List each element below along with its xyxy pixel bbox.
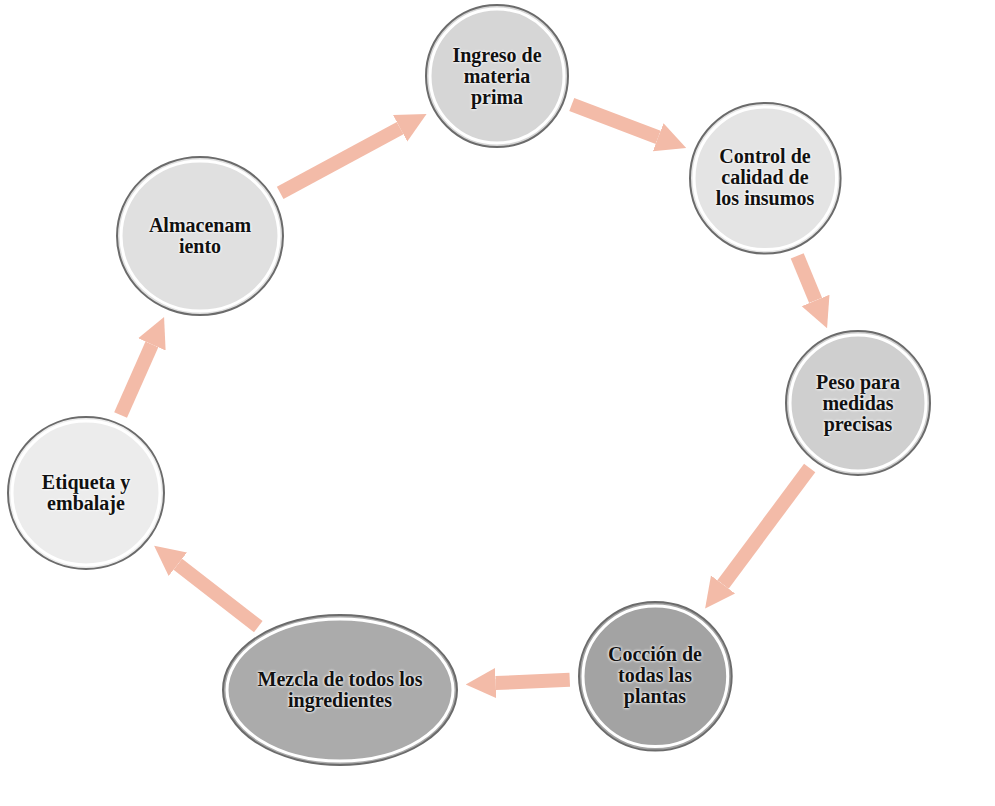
process-circle: Control de calidad de los insumos: [689, 102, 842, 255]
step-label: Cocción de todas las plantas: [600, 644, 710, 707]
text-group: Mezcla de todos los ingredientes: [255, 669, 426, 711]
flow-arrow: [797, 256, 815, 301]
flow-arrow: [723, 468, 810, 585]
circle-content: Peso para medidas precisas: [785, 330, 931, 476]
process-circle: Ingreso de materia prima: [425, 4, 569, 148]
step-label: Peso para medidas precisas: [805, 372, 911, 435]
circle-content: Almacenam iento: [116, 156, 284, 316]
text-group: Peso para medidas precisas: [805, 372, 911, 435]
circle-ring: [694, 107, 837, 250]
circle-fill: [117, 157, 283, 315]
step-label: Control de calidad de los insumos: [710, 146, 819, 209]
circle-content: Control de calidad de los insumos: [689, 102, 842, 255]
text-group: Ingreso de materia prima: [445, 45, 549, 108]
step-label: Ingreso de materia prima: [445, 45, 549, 108]
circle-content: Etiqueta y embalaje: [7, 416, 165, 570]
process-circle: Peso para medidas precisas: [785, 330, 931, 476]
flow-arrow: [572, 104, 658, 137]
circle-ring: [121, 161, 279, 311]
circle-content: Mezcla de todos los ingredientes: [222, 614, 458, 766]
circle-ring: [12, 421, 160, 565]
circle-fill: [786, 331, 930, 475]
circle-content: Cocción de todas las plantas: [578, 601, 733, 752]
flow-arrow: [121, 344, 152, 415]
circle-fill: [223, 615, 457, 765]
circle-fill: [579, 602, 732, 751]
circle-fill: [426, 5, 568, 147]
circle-fill: [690, 103, 841, 254]
circle-fill: [8, 417, 164, 569]
step-label: Almacenam iento: [139, 215, 261, 257]
circle-content: Ingreso de materia prima: [425, 4, 569, 148]
circle-ring: [227, 619, 453, 761]
flow-arrow: [496, 680, 570, 683]
flow-arrow: [178, 564, 258, 626]
text-group: Cocción de todas las plantas: [600, 644, 710, 707]
flow-arrow: [280, 128, 400, 193]
circle-ring: [790, 335, 926, 471]
circle-ring: [583, 606, 728, 747]
text-group: Etiqueta y embalaje: [29, 472, 144, 514]
process-circle: Almacenam iento: [116, 156, 284, 316]
circle-ring: [430, 9, 564, 143]
process-circle: Etiqueta y embalaje: [7, 416, 165, 570]
process-circle: Cocción de todas las plantas: [578, 601, 733, 752]
text-group: Control de calidad de los insumos: [710, 146, 819, 209]
step-label: Mezcla de todos los ingredientes: [255, 669, 426, 711]
process-circle: Mezcla de todos los ingredientes: [222, 614, 458, 766]
text-group: Almacenam iento: [139, 215, 261, 257]
step-label: Etiqueta y embalaje: [29, 472, 144, 514]
